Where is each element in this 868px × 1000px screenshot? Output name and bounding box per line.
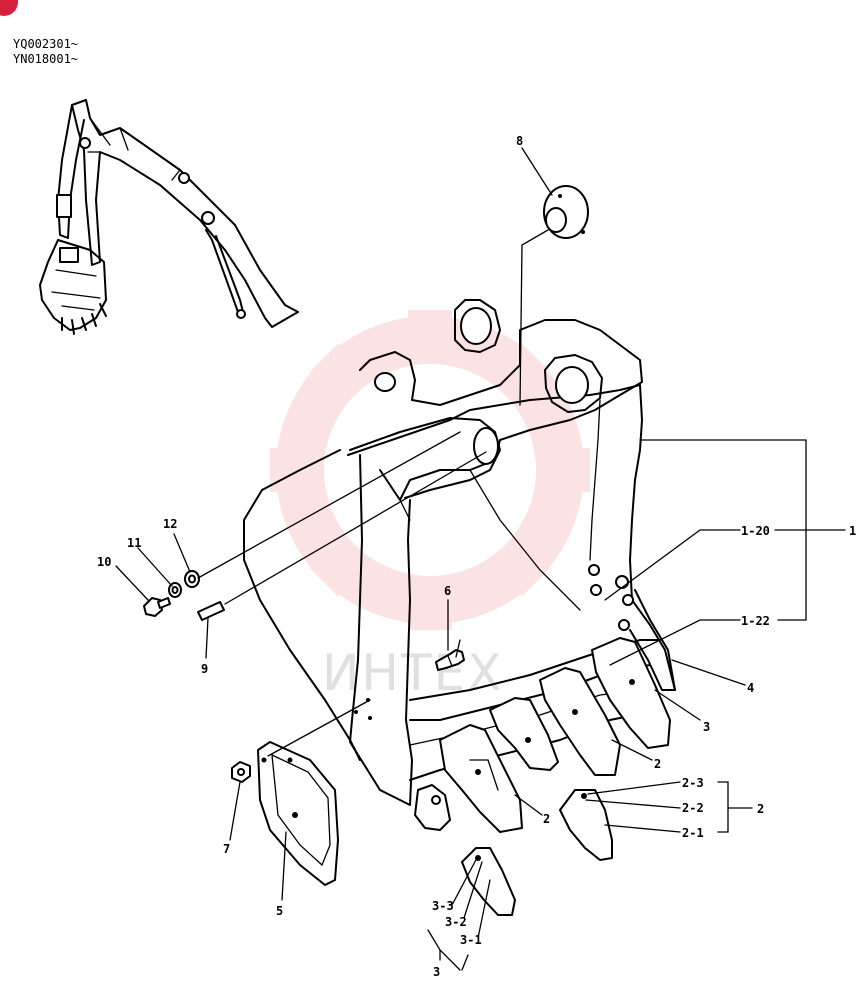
label-part-4: 4: [747, 681, 754, 695]
label-part-3-1: 3-1: [460, 933, 482, 947]
nut-12: [184, 570, 200, 588]
label-part-3-2: 3-2: [445, 915, 467, 929]
cap-8: [543, 185, 589, 239]
label-part-3: 3: [703, 720, 710, 734]
label-part-2a: 2: [654, 757, 661, 771]
assembly-lines: [197, 229, 549, 757]
label-part-2-2: 2-2: [682, 801, 704, 815]
label-part-7: 7: [223, 842, 230, 856]
tooth-assembly-3: [461, 847, 516, 916]
label-part-1: 1: [849, 524, 856, 538]
label-part-3-3: 3-3: [432, 899, 454, 913]
label-part-2c: 2: [757, 802, 764, 816]
leader-lines: [115, 147, 846, 971]
label-part-10: 10: [97, 555, 111, 569]
corner-mark: [0, 0, 18, 16]
serial-number-2: YN018001~: [13, 52, 78, 66]
watermark-text: ИНТЕХ: [322, 644, 503, 702]
label-part-5: 5: [276, 904, 283, 918]
label-part-1-22: 1-22: [741, 614, 770, 628]
label-part-3b: 3: [433, 965, 440, 979]
side-cutter-5: [257, 741, 339, 886]
part-labels: 1 1-20 1-22 4 3 2 2 2-3 2-2 2-1 2 3-3 3-…: [97, 134, 856, 979]
bucket-teeth: [414, 637, 671, 833]
nut-7: [231, 761, 251, 783]
label-part-8: 8: [516, 134, 523, 148]
label-part-2-3: 2-3: [682, 776, 704, 790]
label-part-1-20: 1-20: [741, 524, 770, 538]
label-part-6: 6: [444, 584, 451, 598]
serial-number-1: YQ002301~: [13, 37, 78, 51]
label-part-2-1: 2-1: [682, 826, 704, 840]
watermark-gear-icon: [270, 310, 590, 630]
pin-9: [197, 601, 225, 621]
tooth-assembly-2: [559, 789, 613, 861]
label-part-9: 9: [201, 662, 208, 676]
excavator-arm-sketch: [39, 99, 299, 335]
label-part-11: 11: [127, 536, 141, 550]
label-part-12: 12: [163, 517, 177, 531]
label-part-2b: 2: [543, 812, 550, 826]
bolt-10: [143, 597, 171, 617]
